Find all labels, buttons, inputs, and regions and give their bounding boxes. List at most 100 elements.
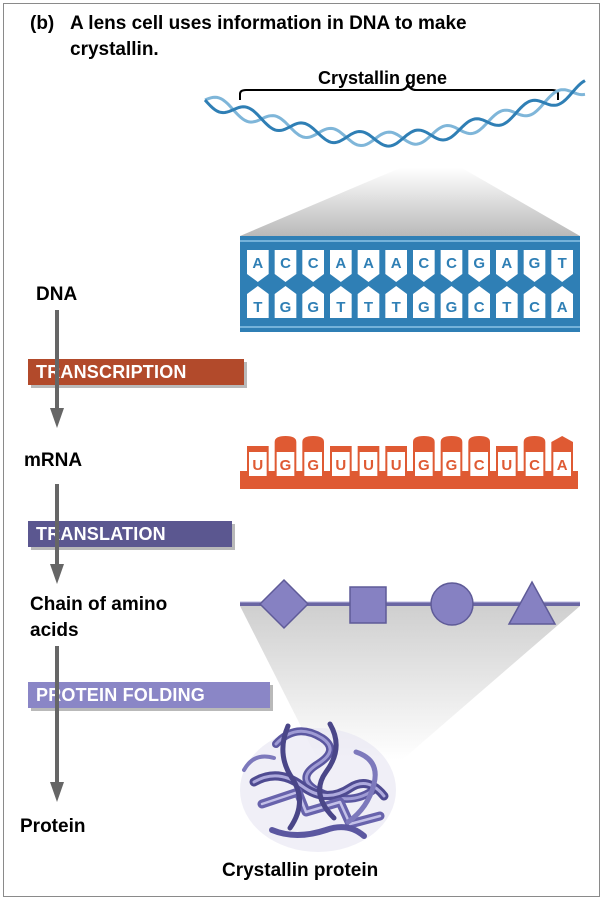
helix-strand-back bbox=[204, 88, 586, 148]
folding-zoom-wedge bbox=[240, 606, 580, 760]
dna-top-base-notch bbox=[274, 274, 297, 282]
mrna-base-tile bbox=[470, 452, 488, 476]
mrna-base: G bbox=[280, 457, 292, 474]
dna-top-base: C bbox=[308, 255, 319, 272]
dna-top-base: C bbox=[418, 255, 429, 272]
dna-top-base-notch bbox=[357, 274, 380, 282]
label-chain-line-1: Chain of amino bbox=[30, 594, 168, 615]
mrna-base: A bbox=[557, 457, 568, 474]
dna-top-base-notch bbox=[330, 274, 352, 282]
mrna-base-tile bbox=[276, 452, 295, 476]
mrna-base: U bbox=[391, 457, 402, 474]
mrna-base-tile bbox=[553, 452, 571, 476]
protein-folding-box: PROTEIN FOLDING bbox=[28, 682, 270, 708]
translation-box: TRANSLATION bbox=[28, 521, 232, 547]
dna-top-base: G bbox=[473, 255, 485, 272]
amino-diamond bbox=[258, 578, 310, 630]
crystallin-protein-ribbon bbox=[240, 721, 396, 852]
mrna-base-tile bbox=[525, 452, 544, 476]
dna-top-base-notch bbox=[385, 274, 407, 282]
amino-square bbox=[349, 586, 387, 624]
dna-bottom-base-tile bbox=[385, 294, 407, 318]
mrna-base: C bbox=[474, 457, 485, 474]
dna-top-base-tile bbox=[496, 250, 518, 274]
dna-top-base-tile bbox=[274, 250, 297, 274]
mrna-base: C bbox=[529, 457, 540, 474]
dna-top-base: G bbox=[529, 255, 541, 272]
mrna-base-tile bbox=[304, 452, 322, 476]
dna-top-base-tile bbox=[468, 250, 490, 274]
dna-bottom-base-notch bbox=[413, 286, 435, 294]
dna-bottom-base-notch bbox=[247, 286, 269, 294]
dna-bottom-base-tile bbox=[523, 294, 546, 318]
dna-helix bbox=[203, 79, 586, 148]
dna-bottom-base-tile bbox=[247, 294, 269, 318]
dna-bottom-base-notch bbox=[357, 286, 380, 294]
mrna-base: U bbox=[335, 457, 346, 474]
dna-top-base: C bbox=[446, 255, 457, 272]
dna-top-base: A bbox=[501, 255, 512, 272]
mrna-base-tile bbox=[387, 452, 405, 476]
dna-top-base-notch bbox=[551, 274, 573, 282]
dna-bottom-base-notch bbox=[385, 286, 407, 294]
label-mrna: mRNA bbox=[24, 450, 83, 471]
dna-top-base-tile bbox=[440, 250, 463, 274]
dna-bottom-base-tile bbox=[413, 294, 435, 318]
dna-zoom-wedge bbox=[240, 168, 580, 236]
label-chain-line-2: acids bbox=[30, 620, 79, 641]
mrna-base-tile bbox=[442, 452, 461, 476]
dna-top-base-tile bbox=[413, 250, 435, 274]
dna-bottom-base-notch bbox=[274, 286, 297, 294]
dna-top-base-notch bbox=[468, 274, 490, 282]
transcription-box: TRANSCRIPTION bbox=[28, 359, 244, 385]
mrna-base: U bbox=[501, 457, 512, 474]
dna-bottom-base-tile bbox=[330, 294, 352, 318]
dna-top-base-tile bbox=[330, 250, 352, 274]
dna-bottom-base: G bbox=[280, 299, 292, 316]
dna-bottom-base: T bbox=[364, 299, 373, 316]
dna-top-base-notch bbox=[413, 274, 435, 282]
dna-bottom-base-notch bbox=[468, 286, 490, 294]
dna-bottom-base: T bbox=[253, 299, 262, 316]
mrna-base-tile bbox=[249, 452, 267, 476]
mrna-base: U bbox=[252, 457, 263, 474]
dna-bottom-base-tile bbox=[440, 294, 463, 318]
dna-top-base-tile bbox=[302, 250, 324, 274]
dna-bottom-base: T bbox=[502, 299, 511, 316]
label-protein: Protein bbox=[20, 816, 86, 837]
dna-bottom-base-tile bbox=[468, 294, 490, 318]
dna-top-base-tile bbox=[385, 250, 407, 274]
dna-top-base: C bbox=[280, 255, 291, 272]
amino-acid-chain bbox=[240, 578, 580, 630]
dna-bottom-base: A bbox=[557, 299, 568, 316]
crystallin-protein-label: Crystallin protein bbox=[222, 860, 379, 881]
dna-top-base: A bbox=[252, 255, 263, 272]
title-line-2: crystallin. bbox=[70, 39, 159, 60]
dna-top-base: A bbox=[363, 255, 374, 272]
dna-top-base-tile bbox=[357, 250, 380, 274]
label-dna: DNA bbox=[36, 284, 78, 305]
title-line-1: A lens cell uses information in DNA to m… bbox=[70, 13, 467, 34]
dna-bottom-base-tile bbox=[357, 294, 380, 318]
dna-bottom-base: C bbox=[474, 299, 485, 316]
dna-bottom-base: C bbox=[529, 299, 540, 316]
amino-circle bbox=[430, 582, 474, 626]
dna-bottom-base: G bbox=[307, 299, 319, 316]
dna-top-base-tile bbox=[551, 250, 573, 274]
part-label: (b) bbox=[30, 13, 55, 34]
dna-bottom-base: T bbox=[336, 299, 345, 316]
dna-bottom-base: G bbox=[418, 299, 430, 316]
dna-top-base-notch bbox=[523, 274, 546, 282]
mrna-base-tile bbox=[332, 452, 350, 476]
mrna-base: G bbox=[307, 457, 319, 474]
mrna-base-tile bbox=[498, 452, 516, 476]
dna-top-base-tile bbox=[247, 250, 269, 274]
amino-triangle bbox=[507, 580, 557, 625]
dna-bottom-base-notch bbox=[523, 286, 546, 294]
mrna-base: U bbox=[363, 457, 374, 474]
helix-strand-front bbox=[203, 79, 586, 148]
